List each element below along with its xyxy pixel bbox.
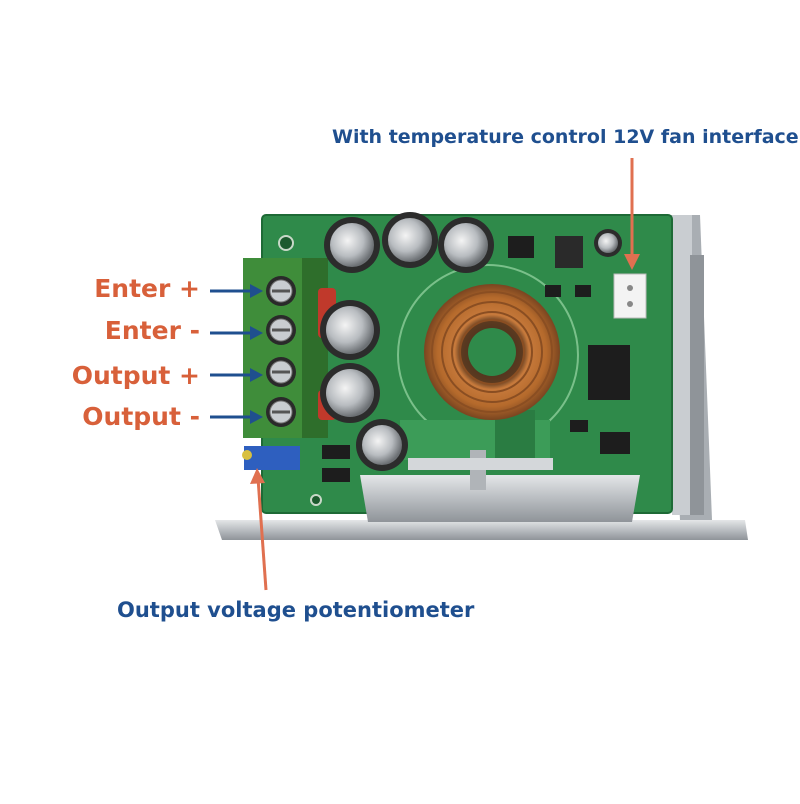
fan-connector bbox=[613, 273, 647, 319]
toroidal-inductor bbox=[424, 284, 560, 420]
enter-minus-label: Enter - bbox=[104, 316, 200, 345]
aluminum-chassis bbox=[215, 215, 748, 540]
potentiometer bbox=[242, 446, 300, 470]
fan-arrow bbox=[624, 158, 640, 270]
output-minus-label: Output - bbox=[82, 402, 200, 431]
enter-plus-label: Enter + bbox=[94, 274, 200, 303]
screw-terminal-block bbox=[243, 258, 328, 438]
terminal-arrows bbox=[210, 284, 263, 424]
output-plus-label: Output + bbox=[71, 361, 200, 390]
electrolytic-capacitors bbox=[320, 212, 622, 471]
potentiometer-label: Output voltage potentiometer bbox=[117, 598, 475, 622]
mounting-bracket bbox=[360, 450, 640, 522]
potentiometer-arrow bbox=[250, 468, 268, 591]
integrated-circuits bbox=[322, 236, 630, 482]
fan-interface-label: With temperature control 12V fan interfa… bbox=[332, 126, 799, 148]
